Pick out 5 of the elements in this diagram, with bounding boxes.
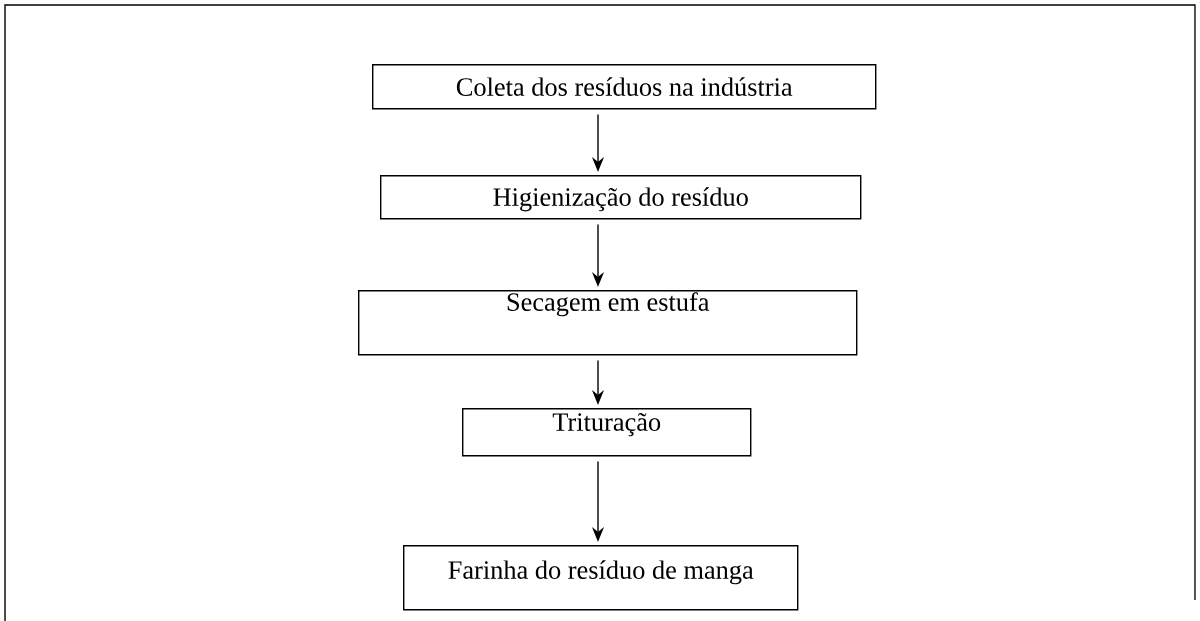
process-box: Coleta dos resíduos na indústria xyxy=(372,64,877,110)
process-box: Secagem em estufa xyxy=(358,290,858,356)
process-box: Higienização do resíduo xyxy=(380,175,862,220)
process-box: Farinha do resíduo de manga xyxy=(403,545,799,611)
process-box: Trituração xyxy=(462,408,752,457)
